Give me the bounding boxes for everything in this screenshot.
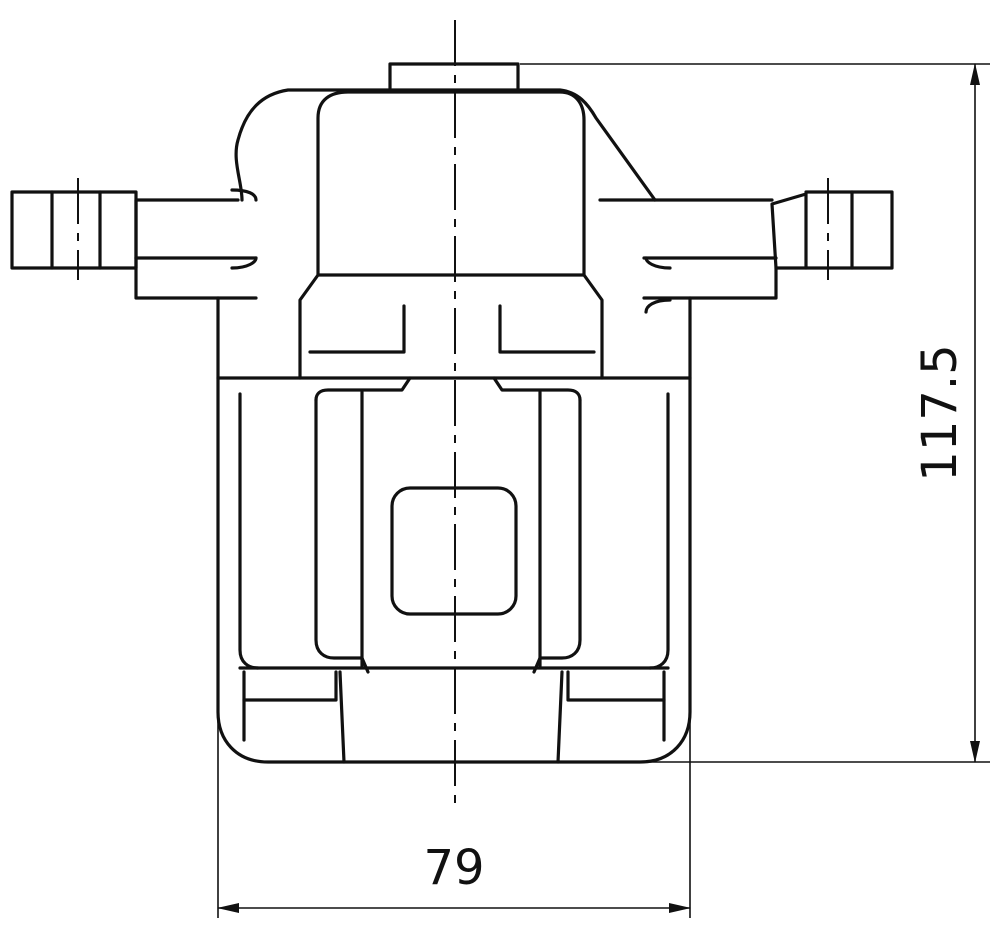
height-dimension: 117.5 [520, 63, 990, 763]
width-dimension: 79 [217, 712, 691, 918]
height-label: 117.5 [912, 344, 968, 481]
left-flange-section [10, 190, 240, 270]
width-label: 79 [423, 840, 484, 896]
